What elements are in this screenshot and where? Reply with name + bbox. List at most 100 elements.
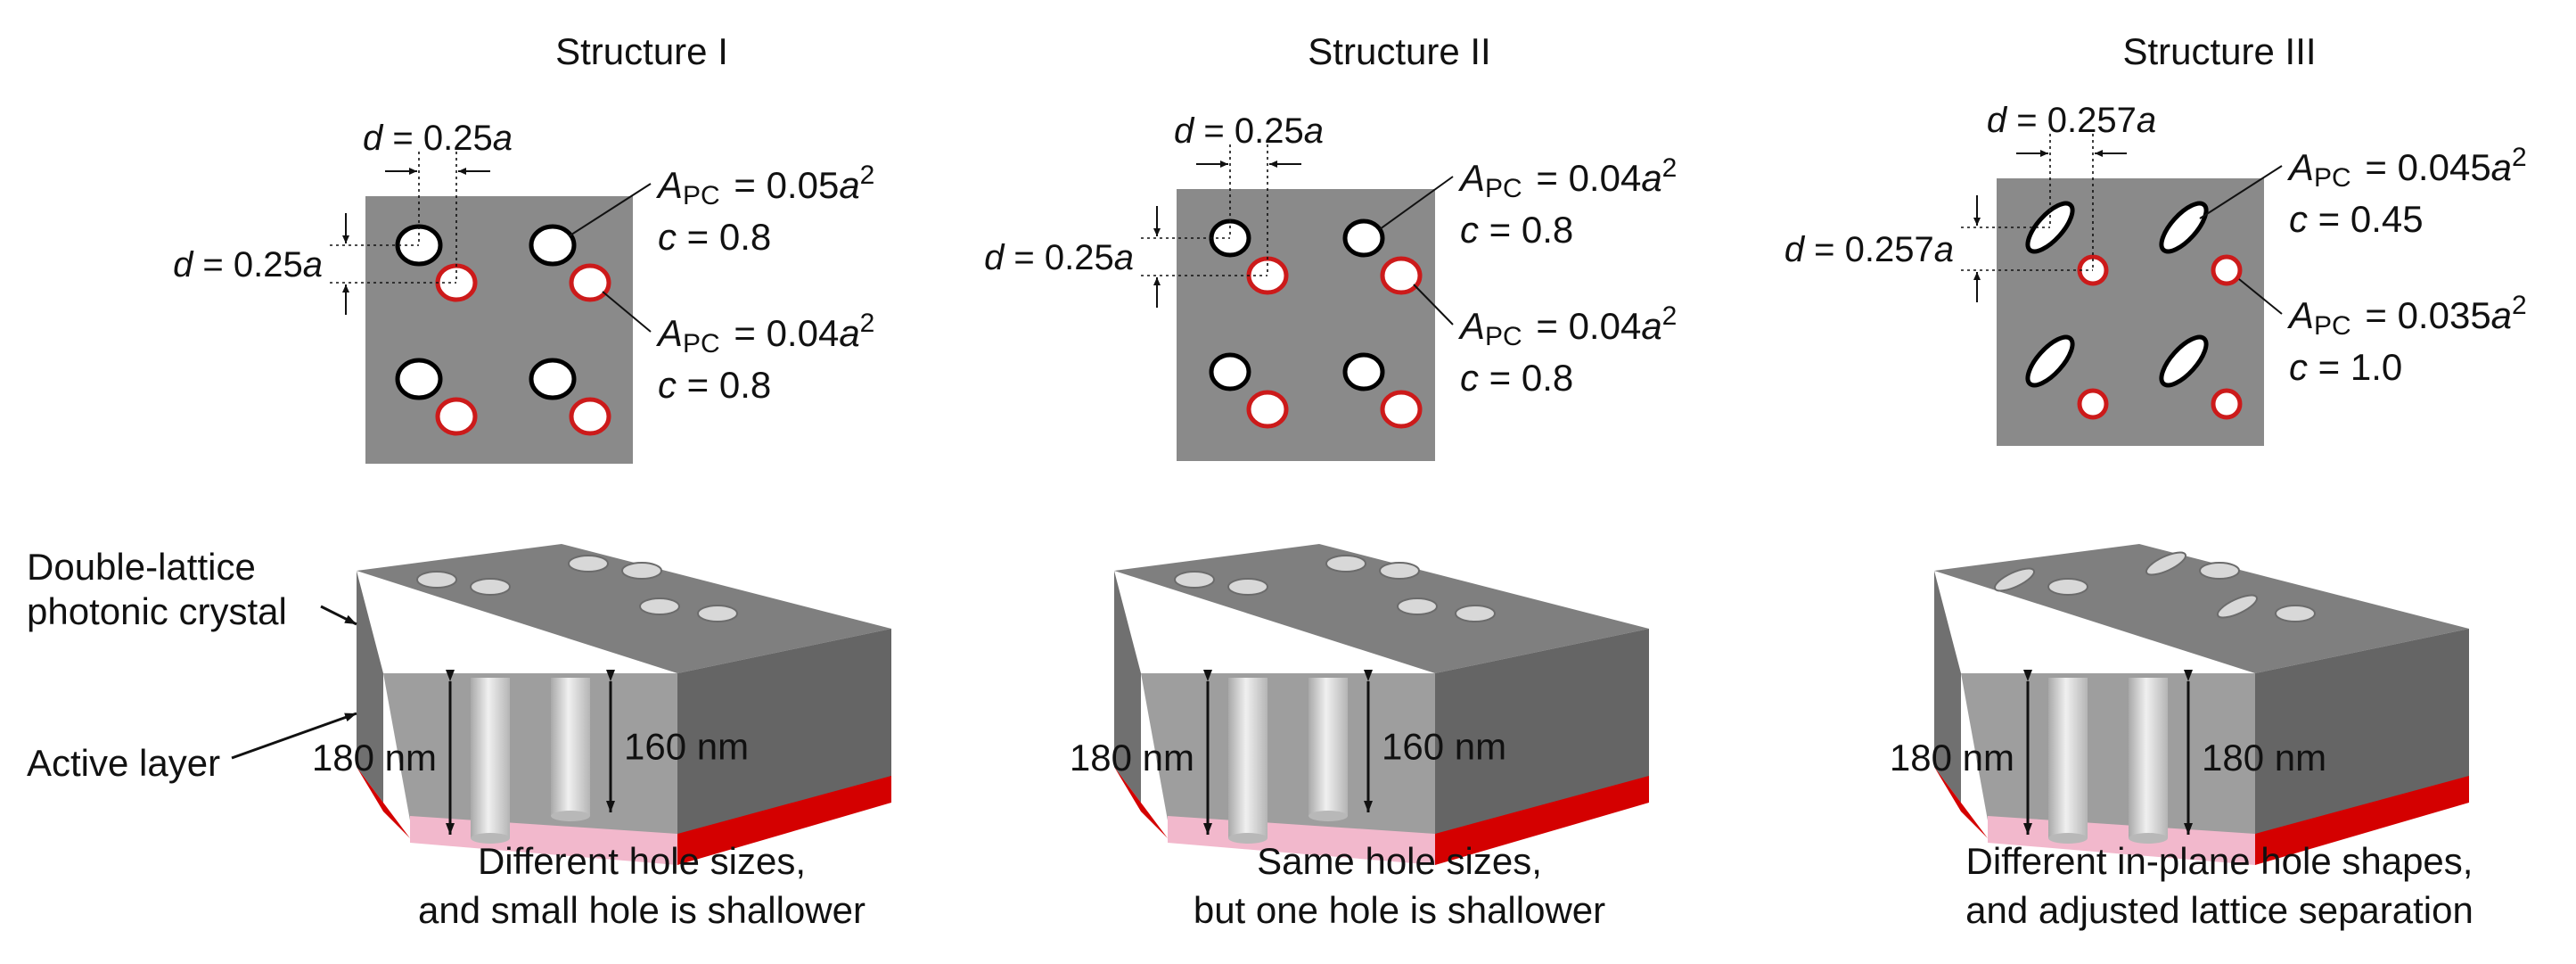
- structure-title: Structure II: [1308, 30, 1490, 72]
- surface-hole: [697, 605, 738, 622]
- leader-line: [2199, 165, 2283, 219]
- surface-hole: [2199, 562, 2240, 580]
- label-photonic-crystal: photonic crystal: [27, 590, 287, 632]
- label-photonic-crystal: Double-lattice: [27, 546, 256, 588]
- leader-line: [2238, 278, 2283, 315]
- slab-top-face: [1114, 544, 1649, 673]
- surface-hole: [1397, 597, 1438, 615]
- lattice-hole-elliptical: [2025, 334, 2075, 388]
- lattice-hole-large: [529, 224, 577, 267]
- lattice-hole-elliptical: [2159, 334, 2209, 388]
- small-hole-c: c = 0.8: [1460, 357, 1573, 399]
- small-hole-area: APC = 0.04a2: [655, 309, 874, 358]
- slab-left-face: [357, 571, 383, 803]
- etched-hole-deep: [471, 678, 510, 838]
- big-hole-c: c = 0.8: [1460, 209, 1573, 251]
- surface-hole: [2145, 551, 2187, 576]
- etched-hole-bottom: [471, 833, 510, 844]
- lattice-hole-large: [1342, 218, 1385, 258]
- leader-line: [602, 291, 652, 333]
- etched-hole-shallow: [1309, 678, 1348, 816]
- big-hole-area: APC = 0.04a2: [1457, 153, 1677, 203]
- depth-markers: 180 nm 160 nm: [312, 670, 749, 835]
- big-hole-area: APC = 0.045a2: [2286, 143, 2527, 193]
- depth-label-inner: 180 nm: [2202, 737, 2326, 779]
- leader-line: [1413, 284, 1454, 325]
- lattice-hole-small: [569, 263, 611, 302]
- active-layer-right: [1435, 776, 1649, 865]
- lattice-hole-elliptical: [2159, 201, 2209, 254]
- lattice-hole-small: [1380, 390, 1423, 429]
- slab-front-face: [383, 673, 677, 838]
- lattice-hole-large: [529, 358, 577, 400]
- leader-line: [568, 183, 652, 237]
- slab-3d: 180 nm 160 nm: [312, 544, 891, 865]
- caption-line-1: Different hole sizes,: [478, 840, 806, 882]
- depth-label-outer: 180 nm: [1070, 737, 1194, 779]
- big-hole-c: c = 0.8: [658, 216, 771, 258]
- small-hole-c: c = 0.8: [658, 364, 771, 406]
- lattice-hole-circular: [2211, 388, 2243, 420]
- active-layer-left: [357, 767, 410, 838]
- lattice-hole-small: [569, 397, 611, 436]
- lattice-hole-circular: [2211, 254, 2243, 286]
- depth-label-inner: 160 nm: [624, 726, 749, 768]
- surface-hole: [1993, 567, 2036, 592]
- slab-front-face: [1141, 673, 1435, 838]
- surface-hole: [2216, 594, 2259, 619]
- etched-hole-deep: [2048, 678, 2088, 838]
- slab-front-face: [1961, 673, 2255, 838]
- leader-line: [1379, 176, 1454, 230]
- active-layer-left: [1114, 767, 1168, 838]
- etched-hole-bottom: [2129, 833, 2168, 844]
- lattice-hole-small: [1246, 390, 1289, 429]
- surface-hole: [1174, 571, 1215, 589]
- small-hole-area: APC = 0.035a2: [2286, 291, 2527, 341]
- etched-hole-deep: [1228, 678, 1267, 838]
- slab-right-face: [1435, 629, 1649, 838]
- etched-hole-bottom: [551, 811, 590, 821]
- small-hole-c: c = 1.0: [2289, 346, 2402, 388]
- caption-line-2: but one hole is shallower: [1194, 889, 1605, 931]
- surface-hole: [1455, 605, 1496, 622]
- caption-line-2: and adjusted lattice separation: [1965, 889, 2473, 931]
- lattice-hole-large: [1209, 352, 1251, 391]
- surface-hole: [639, 597, 680, 615]
- separation-label-left: d = 0.257a: [1784, 230, 1954, 269]
- separation-label-left: d = 0.25a: [984, 238, 1134, 277]
- separation-label-top: d = 0.257a: [1987, 101, 2156, 140]
- caption-line-1: Same hole sizes,: [1257, 840, 1542, 882]
- label-leader: [320, 605, 357, 626]
- surface-hole: [1379, 562, 1420, 580]
- surface-hole: [1227, 578, 1268, 596]
- etched-hole-shallow: [2129, 678, 2168, 838]
- slab-left-face: [1114, 571, 1141, 803]
- unit-cell: [1177, 189, 1435, 461]
- label-leader: [231, 712, 357, 760]
- separation-label-top: d = 0.25a: [363, 119, 513, 158]
- structure-title: Structure I: [555, 30, 728, 72]
- label-active-layer: Active layer: [27, 742, 220, 784]
- caption-line-1: Different in-plane hole shapes,: [1966, 840, 2473, 882]
- etched-hole-shallow: [551, 678, 590, 816]
- etched-hole-bottom: [1228, 833, 1267, 844]
- surface-hole: [2047, 578, 2088, 596]
- depth-label-outer: 180 nm: [312, 737, 437, 779]
- small-hole-area: APC = 0.04a2: [1457, 301, 1677, 351]
- lattice-hole-large: [1342, 352, 1385, 391]
- lattice-hole-large: [395, 358, 443, 400]
- etched-hole-bottom: [2048, 833, 2088, 844]
- slab-right-face: [2255, 629, 2469, 838]
- slab-left-face: [1934, 571, 1961, 803]
- separation-dimensions: d = 0.257a d = 0.257a: [1784, 101, 2156, 302]
